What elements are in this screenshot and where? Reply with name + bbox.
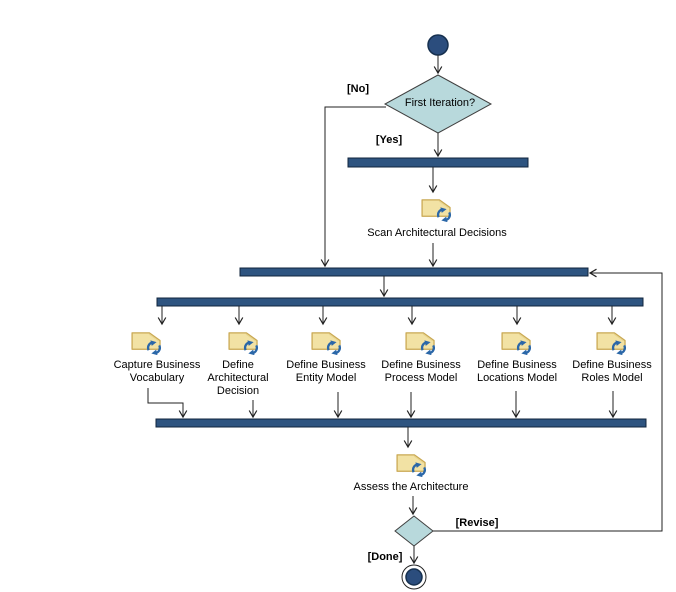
- decision-first-iteration-label: First Iteration?: [404, 97, 476, 109]
- label-line: Define: [222, 359, 254, 371]
- activity-label-define-architectural-decision[interactable]: Define Architectural Decision: [207, 359, 268, 398]
- capture-business-vocabulary-icon[interactable]: [131, 331, 162, 355]
- define-architectural-decision-icon[interactable]: [228, 331, 259, 355]
- guard-done-label: [Done]: [367, 551, 403, 563]
- activity-label-define-business-roles-model[interactable]: Define Business Roles Model: [572, 359, 652, 385]
- join-bar-4: [155, 418, 647, 428]
- activity-label-define-business-entity-model[interactable]: Define Business Entity Model: [286, 359, 366, 385]
- define-business-process-model-icon[interactable]: [405, 331, 436, 355]
- activity-label-define-business-locations-model[interactable]: Define Business Locations Model: [477, 359, 557, 385]
- start-node: [427, 34, 449, 56]
- decision-revise-or-done: [394, 515, 434, 547]
- assess-architecture-icon[interactable]: [396, 453, 427, 477]
- join-bar-2: [239, 267, 589, 277]
- edge-no-branch: [320, 106, 386, 268]
- label-line: Define Business: [572, 359, 652, 371]
- fork-bar-1: [347, 157, 529, 168]
- activity-label-define-business-process-model[interactable]: Define Business Process Model: [381, 359, 461, 385]
- label-line: Process Model: [384, 372, 458, 384]
- label-line: Vocabulary: [129, 372, 185, 384]
- fork-bar-3: [156, 297, 644, 307]
- guard-revise-label: [Revise]: [455, 517, 499, 529]
- label-line: Define Business: [381, 359, 461, 371]
- scan-activity-label[interactable]: Scan Architectural Decisions: [367, 227, 507, 239]
- guard-no-label: [No]: [347, 83, 369, 95]
- label-line: Decision: [216, 385, 260, 397]
- activity-label-capture-business-vocabulary[interactable]: Capture Business Vocabulary: [114, 359, 201, 385]
- label-line: Define Business: [286, 359, 366, 371]
- label-line: Locations Model: [476, 372, 558, 384]
- edge-activity-1-to-bar4: [147, 388, 188, 419]
- define-business-roles-model-icon[interactable]: [596, 331, 627, 355]
- label-line: Architectural: [207, 372, 269, 384]
- label-line: Entity Model: [295, 372, 357, 384]
- define-business-locations-model-icon[interactable]: [501, 331, 532, 355]
- label-line: Define Business: [477, 359, 557, 371]
- guard-yes-label: [Yes]: [375, 134, 403, 146]
- end-node: [405, 568, 423, 586]
- scan-activity-icon[interactable]: [421, 198, 452, 222]
- assess-activity-label[interactable]: Assess the Architecture: [353, 481, 469, 493]
- label-line: Roles Model: [581, 372, 643, 384]
- label-line: Capture Business: [113, 359, 201, 371]
- define-business-entity-model-icon[interactable]: [311, 331, 342, 355]
- edge-revise-loop: [433, 268, 663, 532]
